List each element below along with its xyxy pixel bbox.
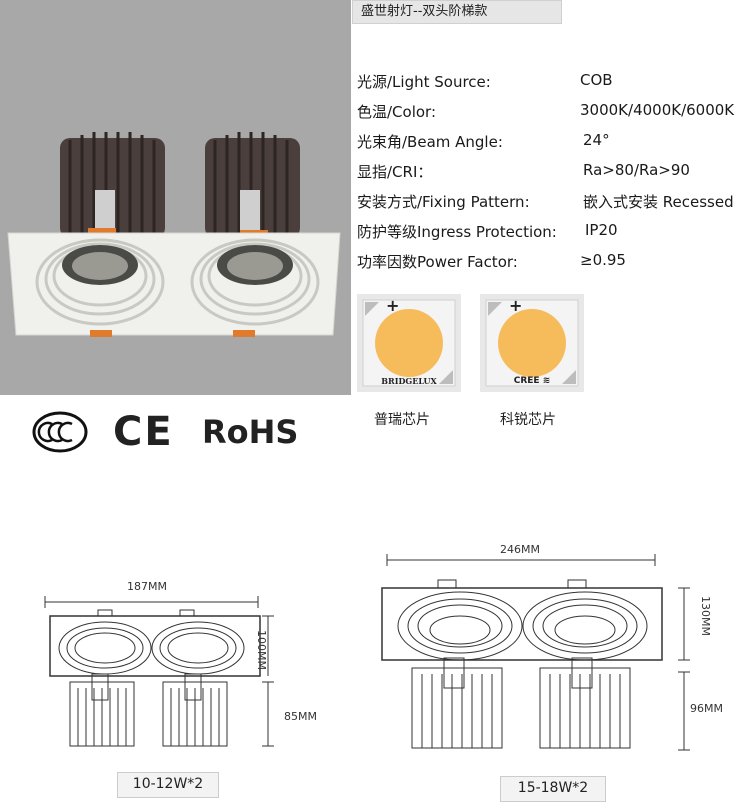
rohs-mark: RoHS xyxy=(202,413,299,451)
caption-small: 10-12W*2 xyxy=(117,772,219,798)
spec-label-fixing: 安装方式/Fixing Pattern: xyxy=(357,193,530,211)
drawing-small xyxy=(30,570,320,760)
chip-brand-label: CREE ≋ xyxy=(513,376,551,386)
spec-label-ingress: 防护等级Ingress Protection: xyxy=(357,223,557,241)
spec-value-light-source: COB xyxy=(580,71,613,89)
ccc-icon xyxy=(30,410,90,454)
dim-width-large: 246MM xyxy=(500,543,540,556)
spec-label-light-source: 光源/Light Source: xyxy=(357,73,491,91)
plus-icon: + xyxy=(386,296,400,315)
spec-value-ingress: IP20 xyxy=(585,221,618,239)
double-spotlight-image xyxy=(7,132,341,337)
spec-value-color: 3000K/4000K/6000K xyxy=(580,101,735,119)
plus-icon: + xyxy=(509,296,523,315)
spec-value-beam-angle: 24° xyxy=(583,131,610,149)
dim-height-bottom-large: 96MM xyxy=(690,702,723,715)
product-title: 盛世射灯--双头阶梯款 xyxy=(352,0,562,24)
spec-label-cri: 显指/CRI： xyxy=(357,163,433,181)
spec-value-fixing: 嵌入式安装 Recessed xyxy=(583,193,734,211)
chip-caption-bridgelux: 普瑞芯片 xyxy=(374,412,430,428)
product-photo xyxy=(0,0,351,395)
spec-label-power-factor: 功率因数Power Factor: xyxy=(357,253,518,271)
spec-value-cri: Ra>80/Ra>90 xyxy=(583,161,690,179)
caption-large: 15-18W*2 xyxy=(500,776,606,802)
chip-bridgelux: + BRIDGELUX xyxy=(357,294,461,392)
drawing-large xyxy=(372,540,742,765)
dim-width-small: 187MM xyxy=(127,580,167,593)
dim-height-top-small: 100MM xyxy=(255,630,268,670)
chip-caption-cree: 科锐芯片 xyxy=(500,412,556,428)
dim-height-top-large: 130MM xyxy=(699,596,712,636)
spec-value-power-factor: ≥0.95 xyxy=(580,251,626,269)
ce-mark: CE xyxy=(113,409,174,455)
spec-label-beam-angle: 光束角/Beam Angle: xyxy=(357,133,503,151)
chip-cree: + CREE ≋ xyxy=(480,294,584,392)
chip-brand-label: BRIDGELUX xyxy=(381,376,437,386)
dim-height-bottom-small: 85MM xyxy=(284,710,317,723)
spec-label-color: 色温/Color: xyxy=(357,103,437,121)
